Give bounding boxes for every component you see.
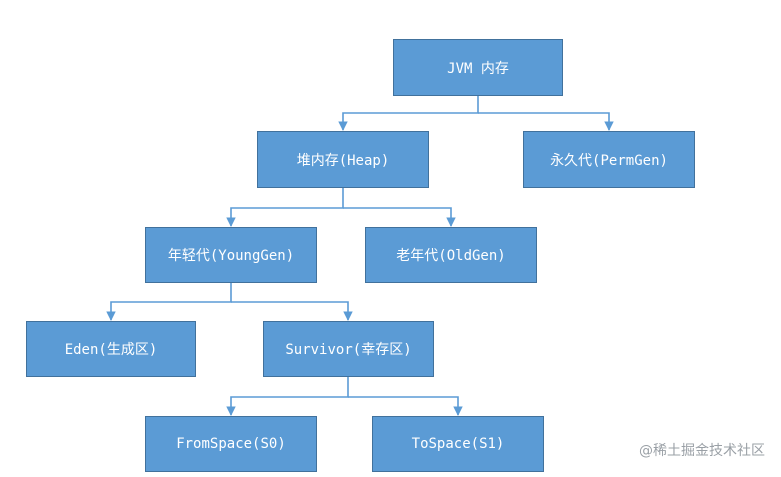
edge-heap-younggen — [226, 188, 344, 227]
edge-heap-oldgen — [343, 207, 456, 227]
node-jvm-memory: JVM 内存 — [393, 39, 563, 96]
edge-survivor-tospace — [348, 396, 463, 416]
node-perm-gen: 永久代(PermGen) — [523, 131, 695, 188]
node-survivor: Survivor(幸存区) — [263, 321, 434, 377]
node-eden: Eden(生成区) — [26, 321, 196, 377]
node-to-space: ToSpace(S1) — [372, 416, 544, 472]
edge-survivor-fromspace — [226, 377, 349, 416]
watermark: @稀土掘金技术社区 — [639, 443, 765, 459]
edge-jvm-permgen — [478, 112, 614, 131]
node-young-gen: 年轻代(YoungGen) — [145, 227, 317, 283]
node-heap: 堆内存(Heap) — [257, 131, 429, 188]
edge-jvm-heap — [338, 96, 479, 131]
edge-younggen-eden — [106, 283, 232, 321]
edge-younggen-survivor — [231, 301, 353, 321]
node-from-space: FromSpace(S0) — [145, 416, 317, 472]
node-old-gen: 老年代(OldGen) — [365, 227, 537, 283]
